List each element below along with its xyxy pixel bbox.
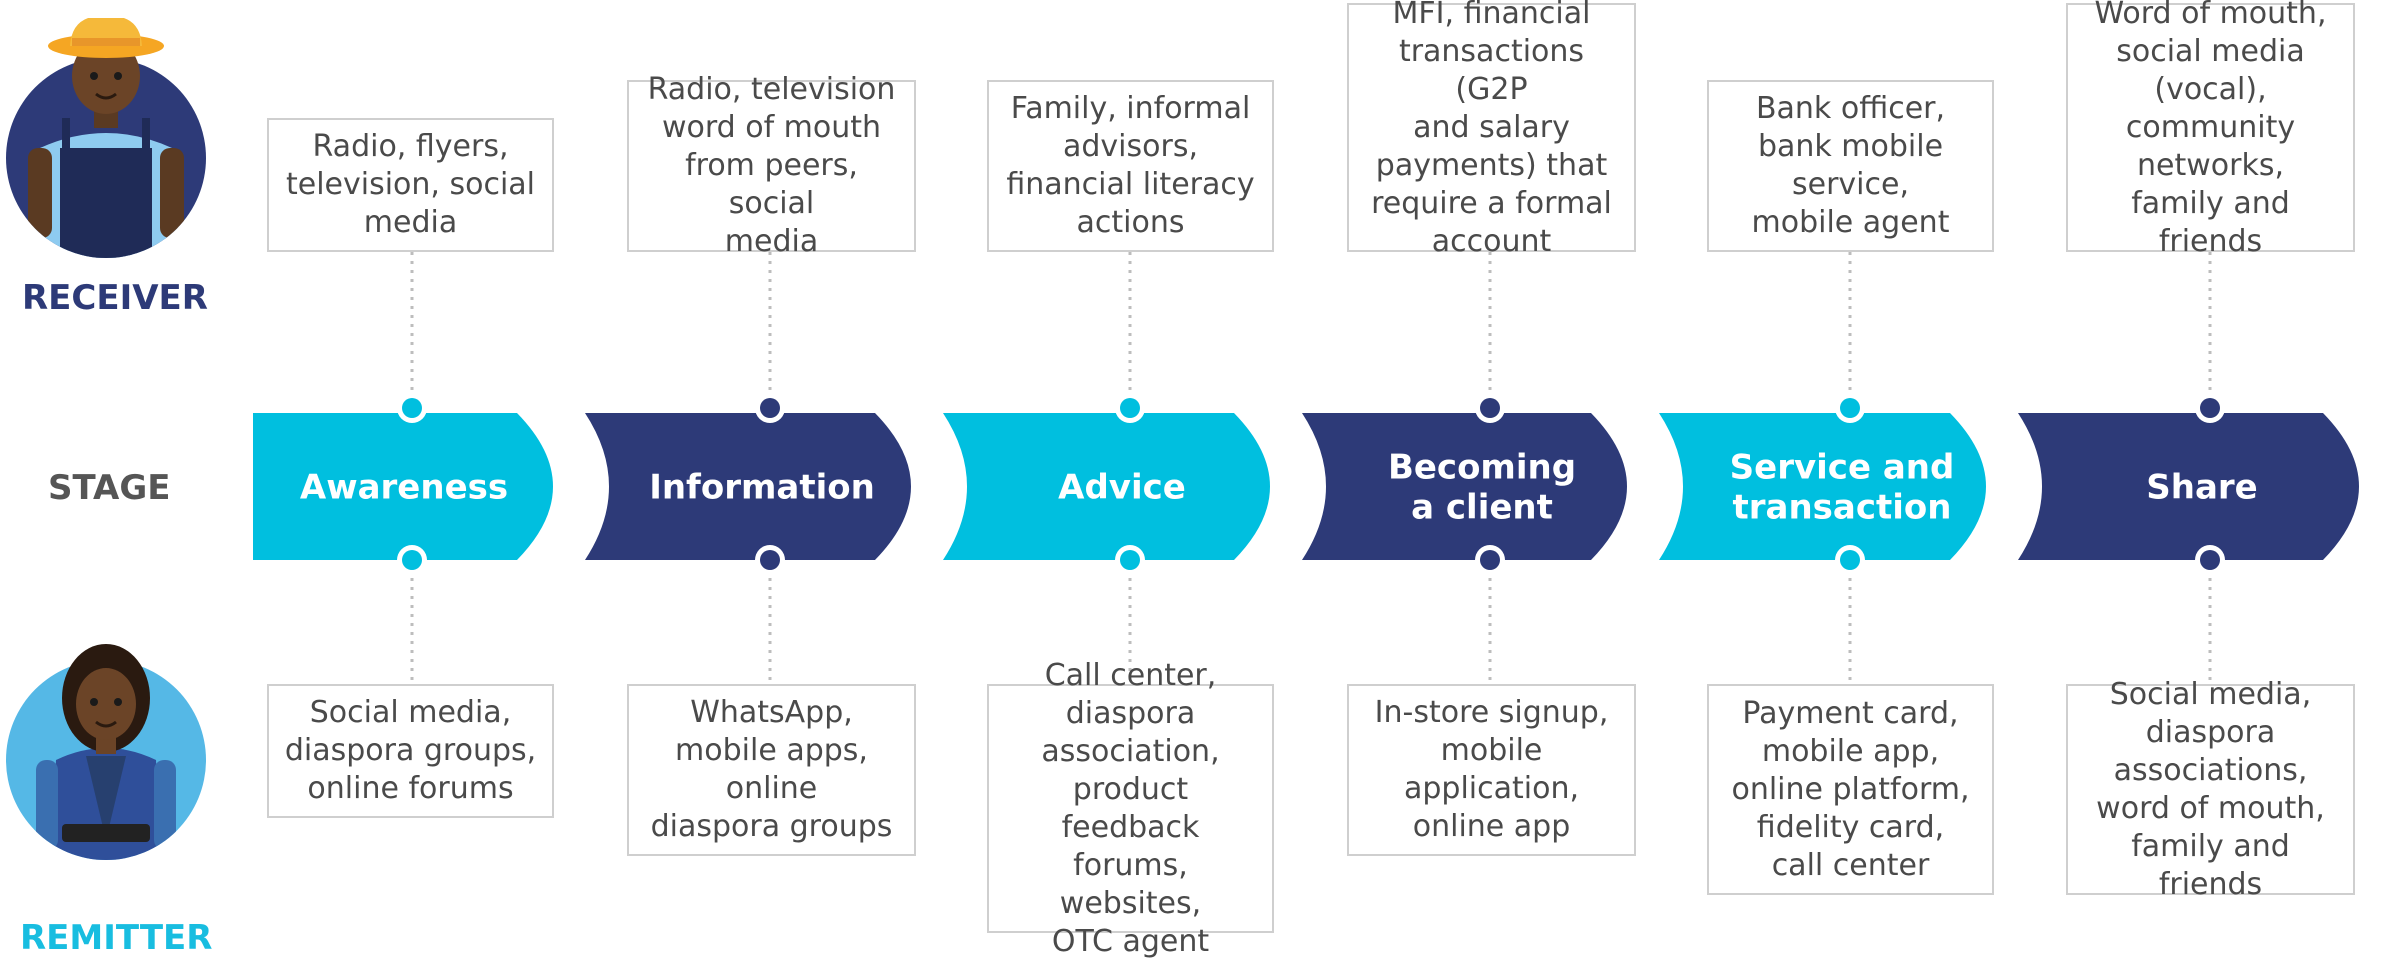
- stage-name-share: Share: [2146, 468, 2257, 508]
- remitter-label: REMITTER: [20, 918, 213, 958]
- receiver-dot-information: [760, 398, 780, 418]
- remitter-dot-awareness: [402, 550, 422, 570]
- receiver-box-awareness: Radio, flyers, television, social media: [267, 118, 554, 252]
- receiver-dot-service-transaction: [1840, 398, 1860, 418]
- stage-name-awareness: Awareness: [300, 468, 508, 508]
- remitter-dot-share: [2200, 550, 2220, 570]
- stage-chevron-share: [2018, 413, 2359, 560]
- receiver-box-advice: Family, informal advisors, financial lit…: [987, 80, 1274, 252]
- remitter-avatar: [6, 644, 206, 860]
- remitter-box-advice: Call center, diaspora association, produ…: [987, 658, 1274, 959]
- receiver-box-service-transaction: Bank officer, bank mobile service, mobil…: [1707, 80, 1994, 252]
- remitter-dot-advice: [1120, 550, 1140, 570]
- receiver-dot-advice: [1120, 398, 1140, 418]
- receiver-label: RECEIVER: [22, 278, 208, 318]
- stage-chevron-information: [585, 413, 911, 560]
- receiver-avatar: [6, 18, 206, 258]
- stage-chevron-awareness: [253, 413, 553, 560]
- receiver-box-share: Word of mouth, social media (vocal), com…: [2066, 0, 2355, 259]
- remitter-box-information: WhatsApp, mobile apps, online diaspora g…: [627, 684, 916, 856]
- receiver-dot-awareness: [402, 398, 422, 418]
- receiver-box-becoming-client: MFI, financial transactions (G2P and sal…: [1347, 0, 1636, 259]
- stage-name-information: Information: [649, 468, 875, 508]
- stage-chevron-advice: [943, 413, 1270, 560]
- receiver-dot-share: [2200, 398, 2220, 418]
- remitter-box-service-transaction: Payment card, mobile app, online platfor…: [1707, 684, 1994, 895]
- stage-name-advice: Advice: [1058, 468, 1186, 508]
- stage-label: STAGE: [48, 468, 171, 508]
- stage-chevron-service-transaction: [1659, 413, 1986, 560]
- remitter-dot-service-transaction: [1840, 550, 1860, 570]
- remitter-dot-information: [760, 550, 780, 570]
- remitter-box-awareness: Social media, diaspora groups, online fo…: [267, 684, 554, 818]
- receiver-dot-becoming-client: [1480, 398, 1500, 418]
- remitter-dot-becoming-client: [1480, 550, 1500, 570]
- remitter-box-share: Social media, diaspora associations, wor…: [2066, 677, 2355, 902]
- receiver-box-information: Radio, television word of mouth from pee…: [627, 72, 916, 259]
- stage-chevron-becoming-client: [1302, 413, 1627, 560]
- remitter-box-becoming-client: In-store signup, mobile application, onl…: [1347, 684, 1636, 856]
